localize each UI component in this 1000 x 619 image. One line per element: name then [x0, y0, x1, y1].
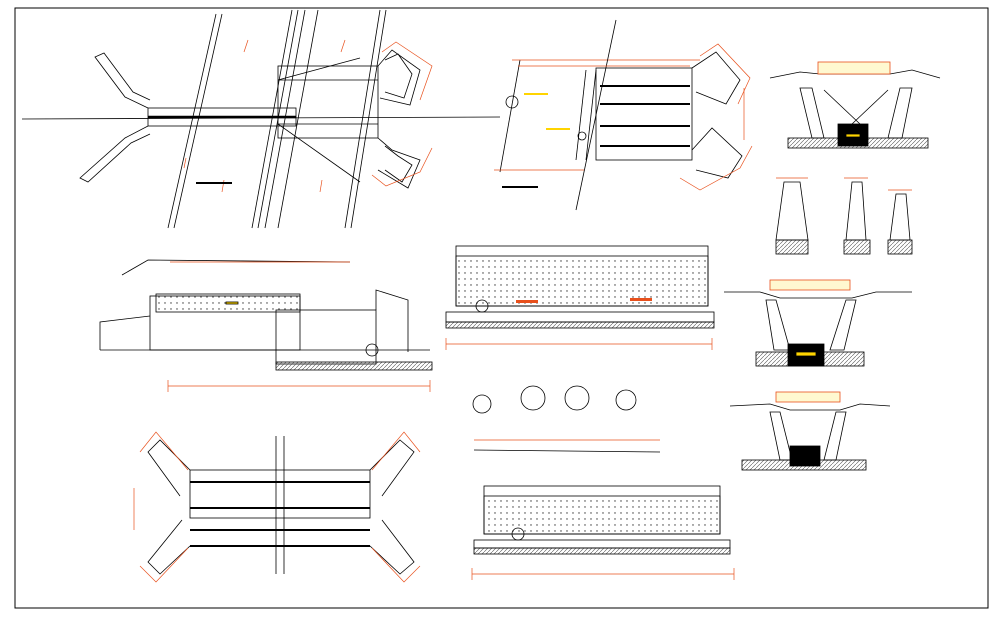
long-elevation	[99, 259, 433, 371]
culvert-plan-view	[499, 19, 743, 211]
front-elevation-2	[473, 439, 731, 555]
sheet-border	[14, 7, 989, 609]
long-elevation-dimensions	[167, 380, 431, 392]
cross-section-1	[769, 61, 941, 149]
culvert-plan-2	[147, 436, 415, 575]
front-elevation-1	[445, 245, 715, 329]
culvert-plan-dimensions	[494, 43, 753, 191]
cross-section-2	[724, 279, 912, 367]
detail-circles	[472, 385, 637, 414]
culvert-plan-title-bar	[502, 186, 538, 188]
wall-sections	[775, 181, 913, 255]
wall-section-caps	[776, 177, 912, 191]
front-elevation-2-dimensions	[471, 568, 735, 580]
culvert-plan-accent-1	[524, 93, 548, 95]
general-plan-title-bar	[196, 182, 232, 184]
culvert-plan-2-dimensions	[133, 431, 421, 583]
front-elevation-1-dimensions	[445, 338, 713, 350]
culvert-plan-accent-2	[546, 128, 570, 130]
general-plan-dimensions	[183, 39, 433, 193]
general-plan-view	[21, 9, 501, 229]
cross-section-3	[729, 391, 891, 471]
